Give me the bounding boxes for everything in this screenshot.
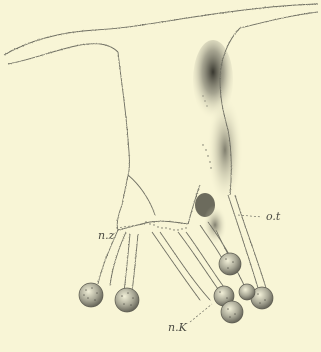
shaded-cavity	[193, 40, 243, 245]
knob-1	[79, 283, 103, 307]
membrane-outline	[4, 4, 318, 64]
knob-2	[115, 288, 139, 312]
label-n-z: n.z	[98, 230, 114, 241]
label-o-t: o.t	[266, 211, 280, 222]
tentacle-arms	[98, 195, 266, 300]
knob-7	[239, 284, 255, 300]
terminal-knobs	[79, 253, 273, 323]
label-n-k: n.K	[168, 322, 187, 333]
leader-n-k	[190, 304, 212, 322]
knob-5	[221, 301, 243, 323]
knob-4	[219, 253, 241, 275]
